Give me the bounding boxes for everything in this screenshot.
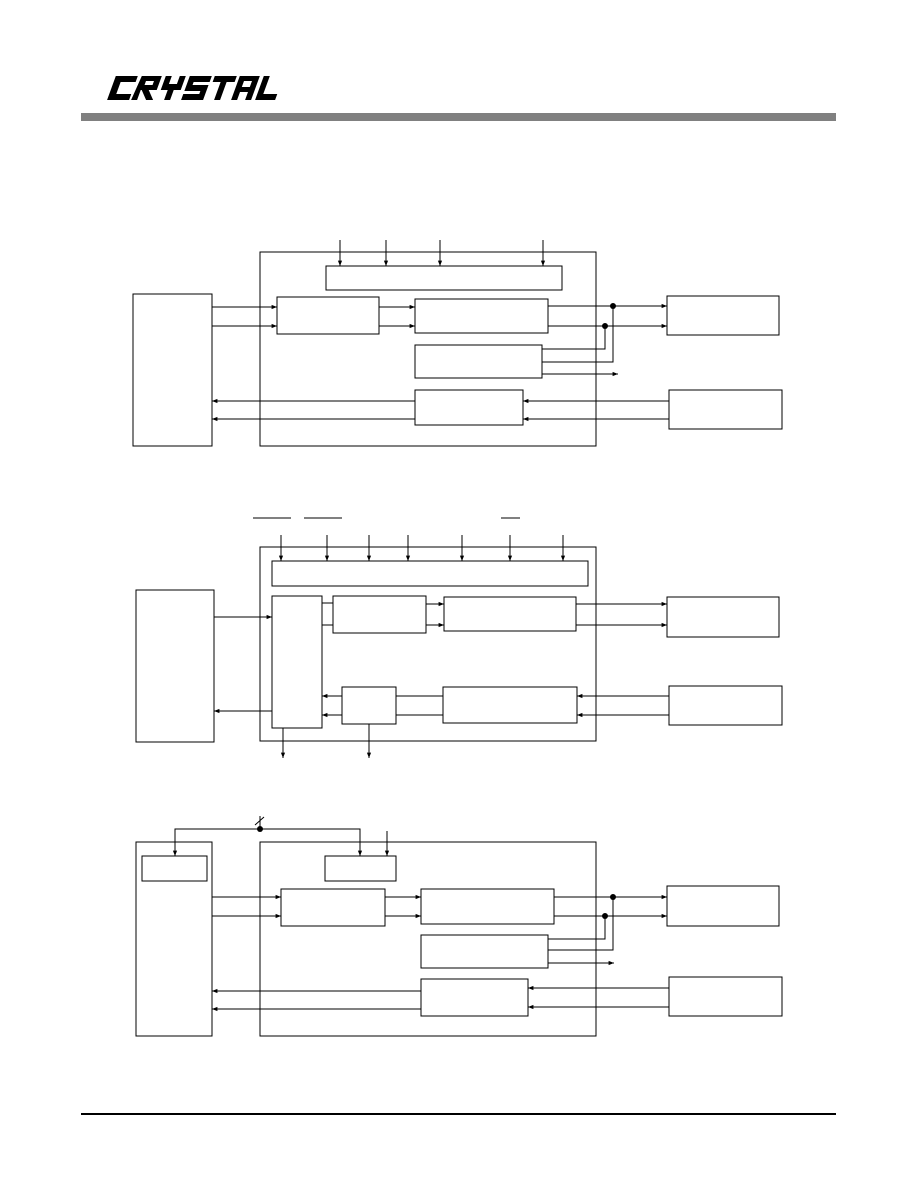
fig1-output-block	[414, 344, 543, 379]
fig1-host-block	[132, 293, 213, 447]
fig3-control-block	[324, 855, 397, 882]
fig1-feedback-line	[542, 306, 614, 363]
fig2-filter-block	[341, 686, 397, 725]
fig3-output-device-block	[666, 885, 780, 927]
fig2-control-block	[271, 560, 589, 587]
fig1-feedback-line	[542, 326, 606, 350]
fig2-adc-block	[442, 686, 578, 724]
header-rule	[81, 113, 836, 121]
fig2-chip-outline	[259, 546, 597, 742]
fig2-output-device-block	[666, 596, 780, 638]
fig3-adc-block	[420, 978, 529, 1017]
fig2-interface-block	[271, 595, 323, 729]
fig3-feedback-line	[548, 916, 606, 940]
fig3-host-port-block	[141, 855, 208, 882]
fig3-output-block	[420, 934, 549, 969]
fig3-feedback-line	[548, 897, 614, 951]
fig3-serial-port-block	[280, 888, 386, 927]
fig1-dac-block	[414, 298, 549, 334]
fig2-input-device-block	[668, 685, 783, 726]
crystal-logo	[104, 70, 280, 106]
fig1-output-device-block	[666, 295, 780, 336]
fig2-dac-block	[443, 596, 577, 632]
fig1-input-device-block	[668, 389, 783, 430]
fig1-control-block	[325, 265, 563, 291]
figure-3	[135, 816, 783, 1037]
footer-rule	[81, 1113, 836, 1115]
fig3-input-device-block	[668, 976, 783, 1017]
figure-1	[132, 240, 783, 447]
crystal-logo-glyphs	[107, 76, 278, 100]
fig3-dac-block	[420, 888, 555, 925]
fig3-control-bus	[174, 828, 361, 856]
figure-2	[135, 517, 783, 758]
fig1-serial-port-block	[276, 296, 380, 335]
fig2-host-block	[135, 589, 215, 743]
fig2-serial-port-block	[332, 595, 427, 634]
fig3-host-block	[135, 841, 213, 1037]
fig1-adc-block	[414, 389, 524, 426]
